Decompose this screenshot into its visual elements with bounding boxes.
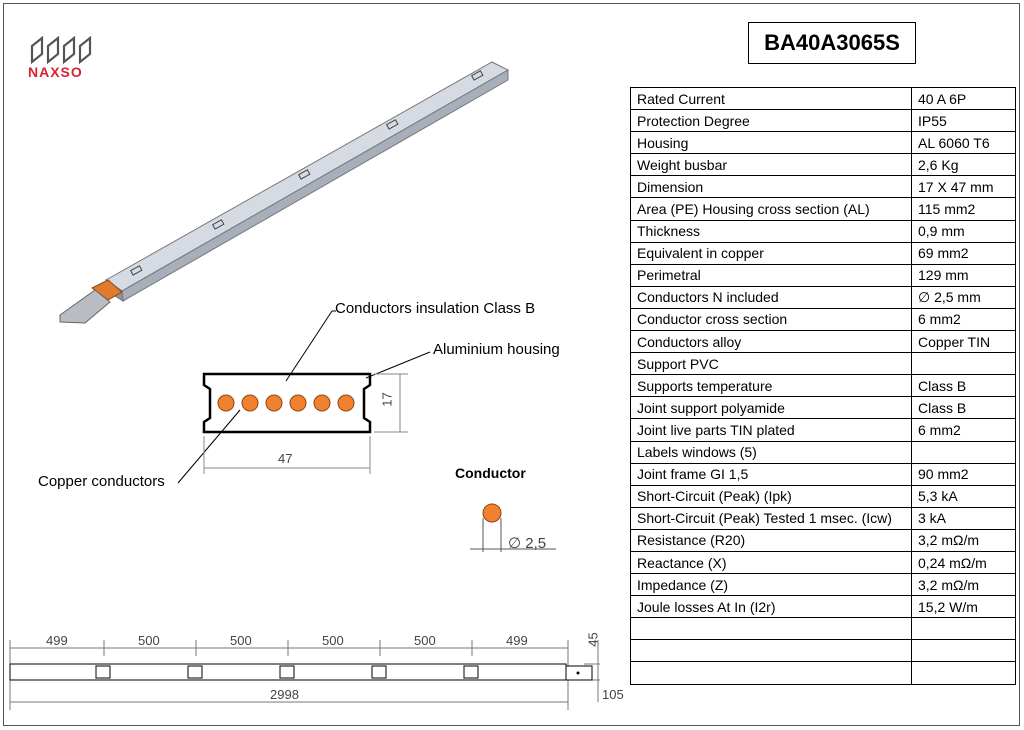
spec-value: 129 mm: [911, 263, 1016, 287]
insulation-label: Conductors insulation Class B: [335, 300, 536, 317]
spec-value: 15,2 W/m: [911, 595, 1016, 619]
spec-row: Labels windows (5): [630, 440, 1016, 464]
naxso-logo-icon: [30, 35, 92, 65]
spec-row: Short-Circuit (Peak) Tested 1 msec. (Icw…: [630, 506, 1016, 530]
spec-label: Short-Circuit (Peak) Tested 1 msec. (Icw…: [630, 506, 912, 530]
spec-label: Resistance (R20): [630, 528, 912, 552]
spec-row: [630, 617, 1016, 641]
spec-label: Area (PE) Housing cross section (AL): [630, 197, 912, 221]
section-width-dimension: 47: [278, 451, 293, 466]
spacing-dimension: 499: [46, 633, 68, 648]
spec-label: Reactance (X): [630, 550, 912, 575]
spec-row: Resistance (R20)3,2 mΩ/m: [630, 528, 1016, 552]
spec-label: Joule losses At In (I2r): [630, 595, 912, 619]
spec-value: 6 mm2: [911, 307, 1016, 332]
spec-value: 40 A 6P: [911, 86, 1016, 111]
bar-height-dimension: 45: [585, 632, 601, 647]
spec-value: 17 X 47 mm: [911, 175, 1016, 199]
spec-row: Short-Circuit (Peak) (Ipk)5,3 kA: [630, 484, 1016, 508]
spacing-dimension: 500: [322, 633, 344, 648]
spec-label: Conductor cross section: [630, 307, 912, 332]
spec-value: [911, 617, 1016, 641]
product-code: BA40A3065S: [748, 22, 916, 64]
brand-name: NAXSO: [28, 64, 83, 80]
conductor-diameter: ∅ 2,5: [508, 535, 547, 552]
spec-value: 5,3 kA: [911, 484, 1016, 508]
spec-value: Class B: [911, 374, 1016, 398]
spacing-dimension: 499: [506, 633, 528, 648]
spec-value: 3 kA: [911, 506, 1016, 530]
busbar-3d-view: [59, 61, 510, 324]
copper-conductors-label: Copper conductors: [38, 473, 165, 490]
spec-row: Impedance (Z)3,2 mΩ/m: [630, 573, 1016, 597]
spec-row: Area (PE) Housing cross section (AL)115 …: [630, 197, 1016, 221]
housing-label: Aluminium housing: [433, 341, 560, 358]
spec-row: [630, 661, 1016, 685]
spec-value: [911, 639, 1016, 663]
spec-value: ∅ 2,5 mm: [911, 285, 1016, 309]
total-length-dimension: 2998: [270, 687, 299, 702]
spec-label: Joint live parts TIN plated: [630, 418, 912, 442]
page-frame: [3, 3, 1020, 726]
spec-row: Joule losses At In (I2r)15,2 W/m: [630, 595, 1016, 619]
spacing-dimension: 500: [414, 633, 436, 648]
spec-label: Equivalent in copper: [630, 241, 912, 265]
spacing-dimension: 500: [230, 633, 252, 648]
spec-label: Impedance (Z): [630, 573, 912, 597]
spec-value: 6 mm2: [911, 418, 1016, 442]
spec-value: AL 6060 T6: [911, 131, 1016, 155]
spacing-dimension: 500: [138, 633, 160, 648]
end-length-dimension: 105: [602, 687, 624, 702]
conductor-title: Conductor: [455, 465, 526, 481]
spec-row: [630, 639, 1016, 663]
spec-value: 0,24 mΩ/m: [911, 550, 1016, 575]
spec-label: Short-Circuit (Peak) (Ipk): [630, 484, 912, 508]
bottom-elevation-view: [9, 640, 600, 710]
section-height-dimension: 17: [379, 392, 395, 407]
spec-label: Joint frame GI 1,5: [630, 462, 912, 486]
spec-value: 3,2 mΩ/m: [911, 528, 1016, 552]
spec-row: Support PVC: [630, 352, 1016, 376]
spec-label: Support PVC: [630, 352, 912, 376]
spec-label: Conductors alloy: [630, 330, 912, 354]
cross-section-view: [177, 310, 431, 484]
spec-value: 3,2 mΩ/m: [911, 573, 1016, 597]
spec-row: Reactance (X)0,24 mΩ/m: [630, 550, 1016, 575]
spec-value: [911, 661, 1016, 685]
conductor-detail-view: [470, 503, 556, 552]
